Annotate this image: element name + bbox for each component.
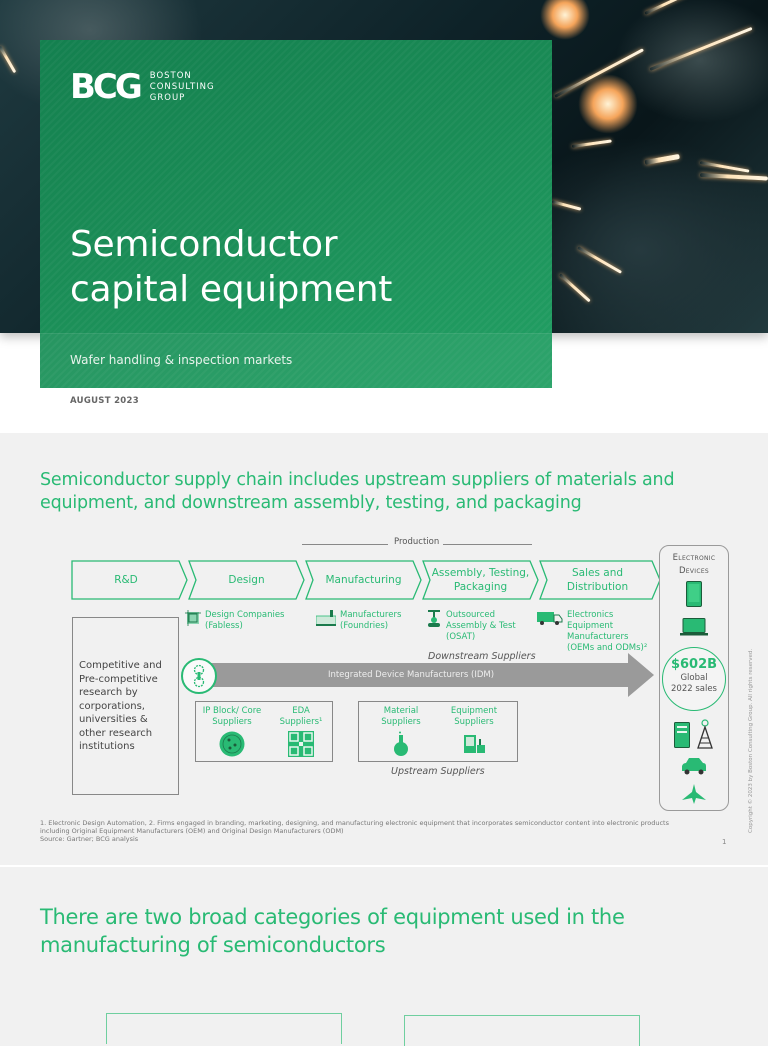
footnotes: 1. Electronic Design Automation, 2. Firm… bbox=[40, 819, 680, 843]
cover-title-line2: capital equipment bbox=[70, 269, 393, 310]
stage-sales: Sales and Distribution bbox=[539, 560, 661, 600]
production-span: Production bbox=[302, 537, 532, 551]
stage-rd: R&D bbox=[71, 560, 188, 600]
chip-design-icon bbox=[185, 610, 201, 626]
stage-label: Manufacturing bbox=[325, 574, 402, 586]
copyright-vertical: Copyright © 2023 by Boston Consulting Gr… bbox=[748, 649, 758, 853]
cover-slide: BCG BOSTON CONSULTING GROUP Semiconducto… bbox=[0, 0, 768, 433]
slide-title: Semiconductor supply chain includes upst… bbox=[40, 470, 675, 513]
subtitle-band bbox=[40, 333, 552, 388]
actor-fabless: Design Companies (Fabless) bbox=[185, 610, 295, 632]
cell-tower-icon bbox=[697, 719, 713, 749]
stage-manufacturing: Manufacturing bbox=[305, 560, 422, 600]
supplier-label: Material Suppliers bbox=[381, 706, 421, 727]
stage-label: Design bbox=[228, 574, 265, 586]
actor-label: Manufacturers (Foundries) bbox=[340, 610, 402, 631]
airplane-icon bbox=[682, 784, 706, 804]
supply-chain-slide: Semiconductor supply chain includes upst… bbox=[0, 433, 768, 867]
flask-icon bbox=[394, 731, 408, 756]
upstream-suppliers-box: Material Suppliers Equipment Suppliers bbox=[358, 701, 518, 762]
stage-design: Design bbox=[188, 560, 305, 600]
rd-description-box: Competitive and Pre-competitive research… bbox=[72, 617, 179, 795]
actor-label: Electronics Equipment Manufacturers (OEM… bbox=[567, 610, 648, 653]
actor-oem: Electronics Equipment Manufacturers (OEM… bbox=[537, 610, 649, 654]
robot-arm-icon bbox=[428, 610, 440, 627]
server-icon bbox=[674, 722, 690, 748]
supplier-eda: EDA Suppliers¹ bbox=[272, 706, 330, 761]
production-line-left bbox=[302, 544, 388, 545]
stage-label: R&D bbox=[114, 574, 138, 586]
actor-label: Design Companies (Fabless) bbox=[205, 610, 285, 631]
factory-icon bbox=[316, 610, 336, 626]
supplier-label: EDA Suppliers¹ bbox=[279, 706, 323, 727]
slide-title: There are two broad categories of equipm… bbox=[40, 905, 625, 957]
equipment-categories-slide: There are two broad categories of equipm… bbox=[0, 867, 768, 1046]
rd-description: Competitive and Pre-competitive research… bbox=[79, 660, 162, 752]
category-box-right bbox=[404, 1015, 640, 1046]
machine-icon bbox=[464, 735, 485, 753]
stage-assembly: Assembly, Testing, Packaging bbox=[422, 560, 539, 600]
global-sales-badge: $602B Global 2022 sales bbox=[662, 647, 726, 711]
stage-label: Sales and Distribution bbox=[566, 567, 629, 593]
actor-osat: Outsourced Assembly & Test (OSAT) bbox=[426, 610, 526, 643]
bcg-logo-mark: BCG bbox=[70, 67, 143, 107]
supplier-ip-block: IP Block/ Core Suppliers bbox=[198, 706, 266, 761]
category-box-left bbox=[106, 1013, 342, 1044]
page-number: 1 bbox=[722, 838, 727, 846]
upstream-label: Upstream Suppliers bbox=[391, 766, 485, 777]
source-text: Source: Gartner; BCG analysis bbox=[40, 835, 139, 843]
downstream-label: Downstream Suppliers bbox=[428, 651, 536, 662]
actor-foundries: Manufacturers (Foundries) bbox=[316, 610, 416, 632]
sales-sub-year: 2022 sales bbox=[671, 683, 717, 694]
gear-chain-icon bbox=[193, 664, 205, 688]
cover-title-panel: BCG BOSTON CONSULTING GROUP Semiconducto… bbox=[40, 40, 552, 388]
production-label: Production bbox=[390, 537, 444, 547]
qr-circuit-icon bbox=[288, 731, 314, 757]
footnote-text: 1. Electronic Design Automation, 2. Firm… bbox=[40, 819, 669, 835]
logo-word-consulting: CONSULTING bbox=[149, 81, 215, 92]
bcg-logo-words: BOSTON CONSULTING GROUP bbox=[150, 71, 215, 104]
cover-subtitle: Wafer handling & inspection markets bbox=[70, 353, 293, 367]
logo-word-boston: BOSTON bbox=[149, 70, 192, 81]
circuit-core-icon bbox=[219, 731, 245, 757]
supplier-material: Material Suppliers bbox=[371, 706, 431, 761]
idm-label: Integrated Device Manufacturers (IDM) bbox=[327, 670, 495, 680]
logo-word-group: GROUP bbox=[149, 92, 186, 103]
laptop-icon bbox=[680, 618, 708, 636]
design-suppliers-box: IP Block/ Core Suppliers EDA Suppliers¹ bbox=[195, 701, 333, 762]
copyright-text: Copyright © 2023 by Boston Consulting Gr… bbox=[748, 648, 754, 833]
value-chain-chevrons: R&D Design Manufacturing Assembly, Testi… bbox=[71, 560, 661, 600]
cover-title-line1: Semiconductor bbox=[70, 224, 338, 265]
idm-icon-circle bbox=[181, 658, 217, 694]
supplier-label: Equipment Suppliers bbox=[450, 706, 498, 727]
sales-sub-global: Global bbox=[680, 673, 708, 683]
cover-date: AUGUST 2023 bbox=[70, 396, 139, 406]
supplier-label: IP Block/ Core Suppliers bbox=[202, 706, 262, 727]
cover-title: Semiconductor capital equipment bbox=[70, 222, 392, 312]
idm-arrow: Integrated Device Manufacturers (IDM) bbox=[196, 653, 656, 697]
bcg-logo: BCG BOSTON CONSULTING GROUP bbox=[70, 70, 215, 104]
smartphone-icon bbox=[686, 581, 702, 607]
actor-label: Outsourced Assembly & Test (OSAT) bbox=[446, 610, 516, 642]
sales-value: $602B bbox=[670, 657, 718, 672]
supplier-equipment: Equipment Suppliers bbox=[439, 706, 509, 759]
stage-label: Assembly, Testing, Packaging bbox=[431, 567, 530, 593]
truck-icon bbox=[537, 612, 563, 625]
devices-header: Electronic Devices bbox=[672, 553, 716, 576]
car-icon bbox=[682, 758, 706, 775]
production-line-right bbox=[442, 544, 532, 545]
